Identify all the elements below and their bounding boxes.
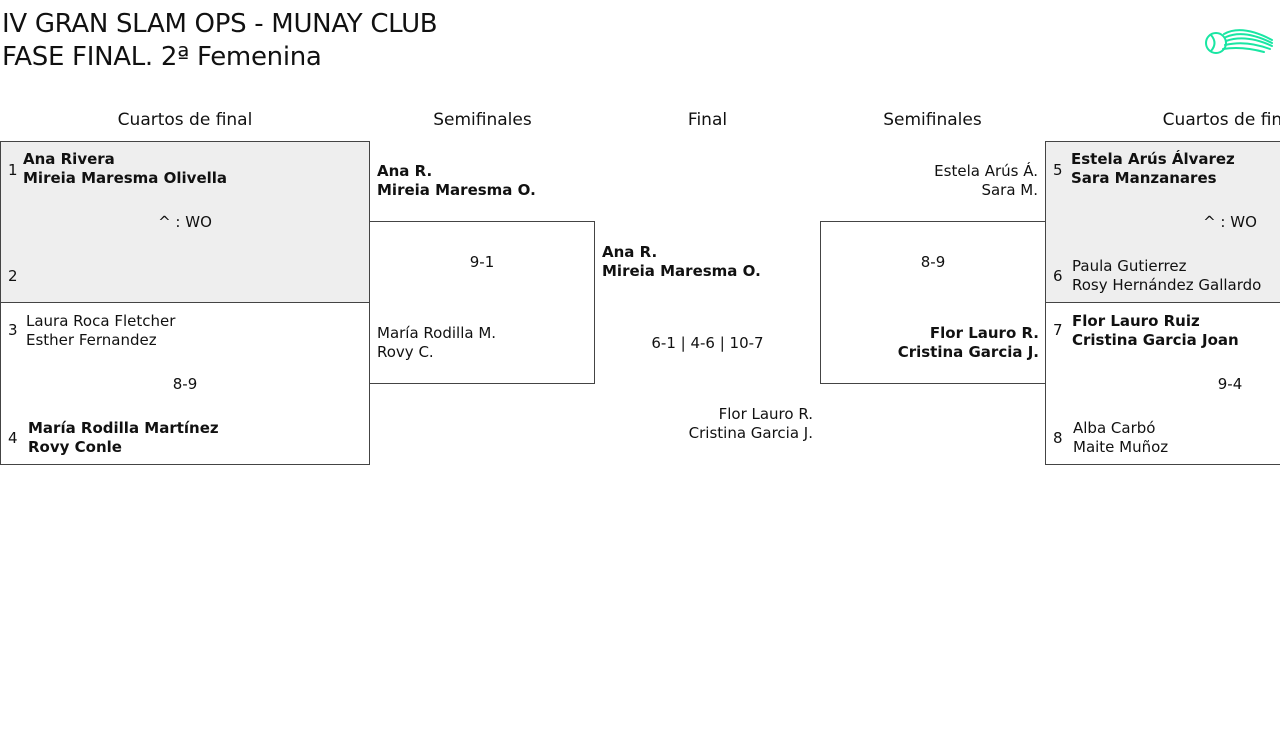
tournament-title: IV GRAN SLAM OPS - MUNAY CLUB: [2, 9, 438, 39]
category-title: FASE FINAL. 2ª Femenina: [2, 42, 322, 72]
team-player: Alba Carbó: [1073, 419, 1156, 437]
seed-number: 8: [1053, 429, 1063, 447]
qf-match-2[interactable]: 3 Laura Roca Fletcher Esther Fernandez 8…: [0, 302, 370, 465]
header-semifinals-right: Semifinales: [883, 110, 982, 130]
seed-number: 6: [1053, 267, 1063, 285]
seed-number: 1: [8, 161, 18, 179]
match-score: 9-4: [1217, 375, 1243, 393]
qf-match-4[interactable]: 7 Flor Lauro Ruiz Cristina Garcia Joan 9…: [1045, 302, 1280, 465]
seed-number: 4: [8, 429, 18, 447]
team-player: Maite Muñoz: [1073, 438, 1169, 456]
sf-match-right[interactable]: 8-9 Flor Lauro R. Cristina Garcia J.: [820, 221, 1046, 384]
sf-right-team-a-player: Sara M.: [981, 181, 1038, 199]
sf-left-team-a-player: Mireia Maresma O.: [377, 181, 536, 199]
seed-number: 2: [8, 267, 18, 285]
team-player: Rovy Conle: [28, 438, 122, 456]
team-player: Laura Roca Fletcher: [26, 312, 176, 330]
team-player: Mireia Maresma Olivella: [23, 169, 228, 187]
team-player: Rosy Hernández Gallardo: [1072, 276, 1262, 294]
team-player: Cristina Garcia J.: [897, 343, 1039, 361]
sf-right-team-a-player: Estela Arús Á.: [934, 162, 1038, 180]
team-player: María Rodilla Martínez: [28, 419, 219, 437]
final-team-b-player: Flor Lauro R.: [718, 405, 813, 423]
match-score: ^ : WO: [1203, 213, 1257, 231]
tennis-ball-logo-icon: [1205, 29, 1273, 54]
final-team-a-player: Ana R.: [602, 243, 658, 261]
team-player: Esther Fernandez: [26, 331, 157, 349]
match-score: 8-9: [920, 253, 946, 271]
seed-number: 3: [8, 321, 18, 339]
sf-left-team-a-player: Ana R.: [377, 162, 433, 180]
seed-number: 7: [1053, 321, 1063, 339]
team-player: María Rodilla M.: [377, 324, 497, 342]
team-player: Estela Arús Álvarez: [1071, 150, 1235, 168]
sf-match-left[interactable]: 9-1 María Rodilla M. Rovy C.: [369, 221, 595, 384]
header-semifinals-left: Semifinales: [433, 110, 532, 130]
final-team-b-player: Cristina Garcia J.: [688, 424, 813, 442]
qf-match-3[interactable]: 5 Estela Arús Álvarez Sara Manzanares ^ …: [1045, 141, 1280, 303]
seed-number: 5: [1053, 161, 1063, 179]
team-player: Flor Lauro R.: [929, 324, 1039, 342]
page-title: IV GRAN SLAM OPS - MUNAY CLUB FASE FINAL…: [2, 8, 438, 74]
team-player: Flor Lauro Ruiz: [1072, 312, 1200, 330]
header-quarterfinals-left: Cuartos de final: [117, 110, 253, 130]
match-score: ^ : WO: [158, 213, 212, 231]
team-player: Cristina Garcia Joan: [1072, 331, 1239, 349]
header-final: Final: [687, 110, 728, 130]
team-player: Rovy C.: [377, 343, 434, 361]
qf-match-1[interactable]: 1 Ana Rivera Mireia Maresma Olivella ^ :…: [0, 141, 370, 303]
team-player: Sara Manzanares: [1071, 169, 1217, 187]
match-score: 8-9: [172, 375, 198, 393]
team-player: Paula Gutierrez: [1072, 257, 1187, 275]
header-quarterfinals-right: Cuartos de final: [1162, 110, 1280, 130]
match-score: 9-1: [469, 253, 495, 271]
team-player: Ana Rivera: [23, 150, 115, 168]
final-team-a-player: Mireia Maresma O.: [602, 262, 761, 280]
final-score: 6-1 | 4-6 | 10-7: [651, 334, 764, 352]
